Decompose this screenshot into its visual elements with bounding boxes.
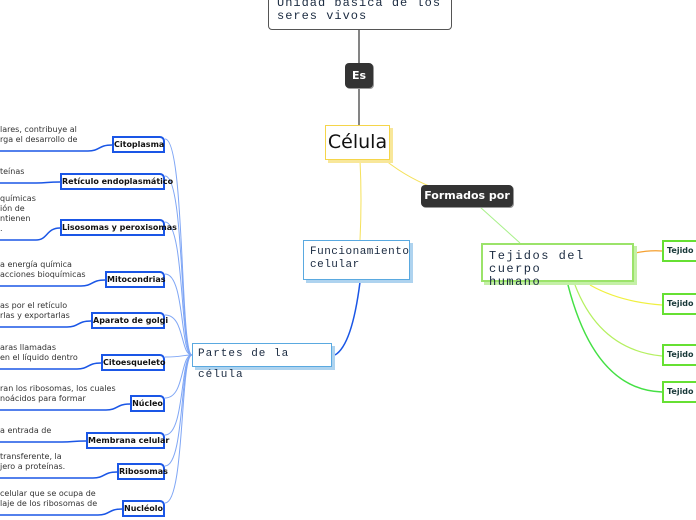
- parte-description: teínas: [0, 167, 25, 176]
- parte-description: acciones bioquímicas: [0, 270, 86, 279]
- description-underline: [0, 320, 92, 328]
- parte-description: noácidos para formar: [0, 394, 86, 403]
- parte-description: ión de: [0, 204, 25, 213]
- parte-description: laje de los ribosomas de: [0, 499, 98, 508]
- partes-node[interactable]: Partes de la célula: [192, 343, 332, 381]
- formados-por-connector[interactable]: Formados por: [421, 185, 513, 207]
- branch-link: [164, 354, 193, 358]
- parte-description: aras llamadas: [0, 343, 56, 352]
- funcionamiento-node[interactable]: Funcionamiento celular: [303, 240, 410, 280]
- description-underline: [0, 508, 123, 516]
- tejidos-text-1: Tejidos del cuerpo: [489, 249, 585, 276]
- branch-link: [164, 138, 193, 356]
- parte-node[interactable]: Núcleo: [130, 395, 165, 412]
- tejido-node[interactable]: Tejido ep: [662, 293, 696, 315]
- branch-link: [164, 354, 193, 504]
- branch-link: [164, 273, 193, 356]
- branch-link: [164, 314, 193, 356]
- root-text-2: seres vivos: [277, 9, 368, 23]
- funcionamiento-text-1: Funcionamiento: [310, 246, 410, 258]
- parte-node[interactable]: Aparato de golgi: [91, 312, 168, 329]
- parte-description: en el líquido dentro: [0, 353, 78, 362]
- parte-description: rlas y exportarlas: [0, 311, 70, 320]
- description-underline: [0, 227, 61, 241]
- parte-node[interactable]: Membrana celular: [86, 432, 169, 449]
- tejidos-node[interactable]: Tejidos del cuerpo humano: [481, 243, 634, 289]
- parte-node[interactable]: Mitocondrias: [105, 271, 166, 288]
- parte-node[interactable]: Citoplasma: [112, 136, 165, 153]
- branch-link: [164, 354, 193, 436]
- description-underline: [0, 440, 87, 443]
- funcionamiento-text-2: celular: [310, 259, 360, 271]
- parte-description: jero a proteínas.: [0, 462, 66, 471]
- parte-node[interactable]: Citoesqueleto: [101, 354, 165, 371]
- description-underline: [0, 181, 61, 184]
- parte-node[interactable]: Ribosomas: [117, 463, 168, 480]
- parte-description: celular que se ocupa de: [0, 489, 96, 498]
- tejidos-text-2: humano: [489, 275, 542, 289]
- parte-description: rga el desarrollo de: [0, 135, 78, 144]
- parte-description: ntienen: [0, 214, 31, 223]
- parte-description: .: [0, 224, 3, 233]
- parte-description: as por el retículo: [0, 301, 68, 310]
- parte-description: transferente, la: [0, 452, 62, 461]
- parte-node[interactable]: Nucléolo: [122, 500, 165, 517]
- tejido-node[interactable]: Tejido ne: [662, 381, 696, 403]
- central-node-celula[interactable]: Célula: [325, 125, 390, 160]
- parte-description: químicas: [0, 194, 36, 203]
- parte-description: a entrada de: [0, 426, 52, 435]
- tejido-node[interactable]: Tejido m: [662, 344, 696, 366]
- parte-node[interactable]: Lisosomas y peroxisomas: [60, 219, 177, 236]
- root-text-1: Unidad básica de los: [277, 0, 442, 10]
- parte-node[interactable]: Retículo endoplasmático: [60, 173, 173, 190]
- description-underline: [0, 403, 131, 411]
- branch-link: [164, 175, 193, 356]
- es-connector[interactable]: Es: [345, 63, 373, 88]
- branch-link: [164, 221, 193, 356]
- description-underline: [0, 362, 102, 370]
- parte-description: a energía química: [0, 260, 72, 269]
- root-node[interactable]: Unidad básica de los seres vivos: [268, 0, 452, 30]
- description-underline: [0, 144, 113, 152]
- parte-description: ran los ribosomas, los cuales: [0, 384, 116, 393]
- description-underline: [0, 471, 118, 479]
- tejido-node[interactable]: Tejido co: [662, 240, 696, 262]
- parte-description: lares, contribuye al: [0, 125, 77, 134]
- description-underline: [0, 279, 106, 287]
